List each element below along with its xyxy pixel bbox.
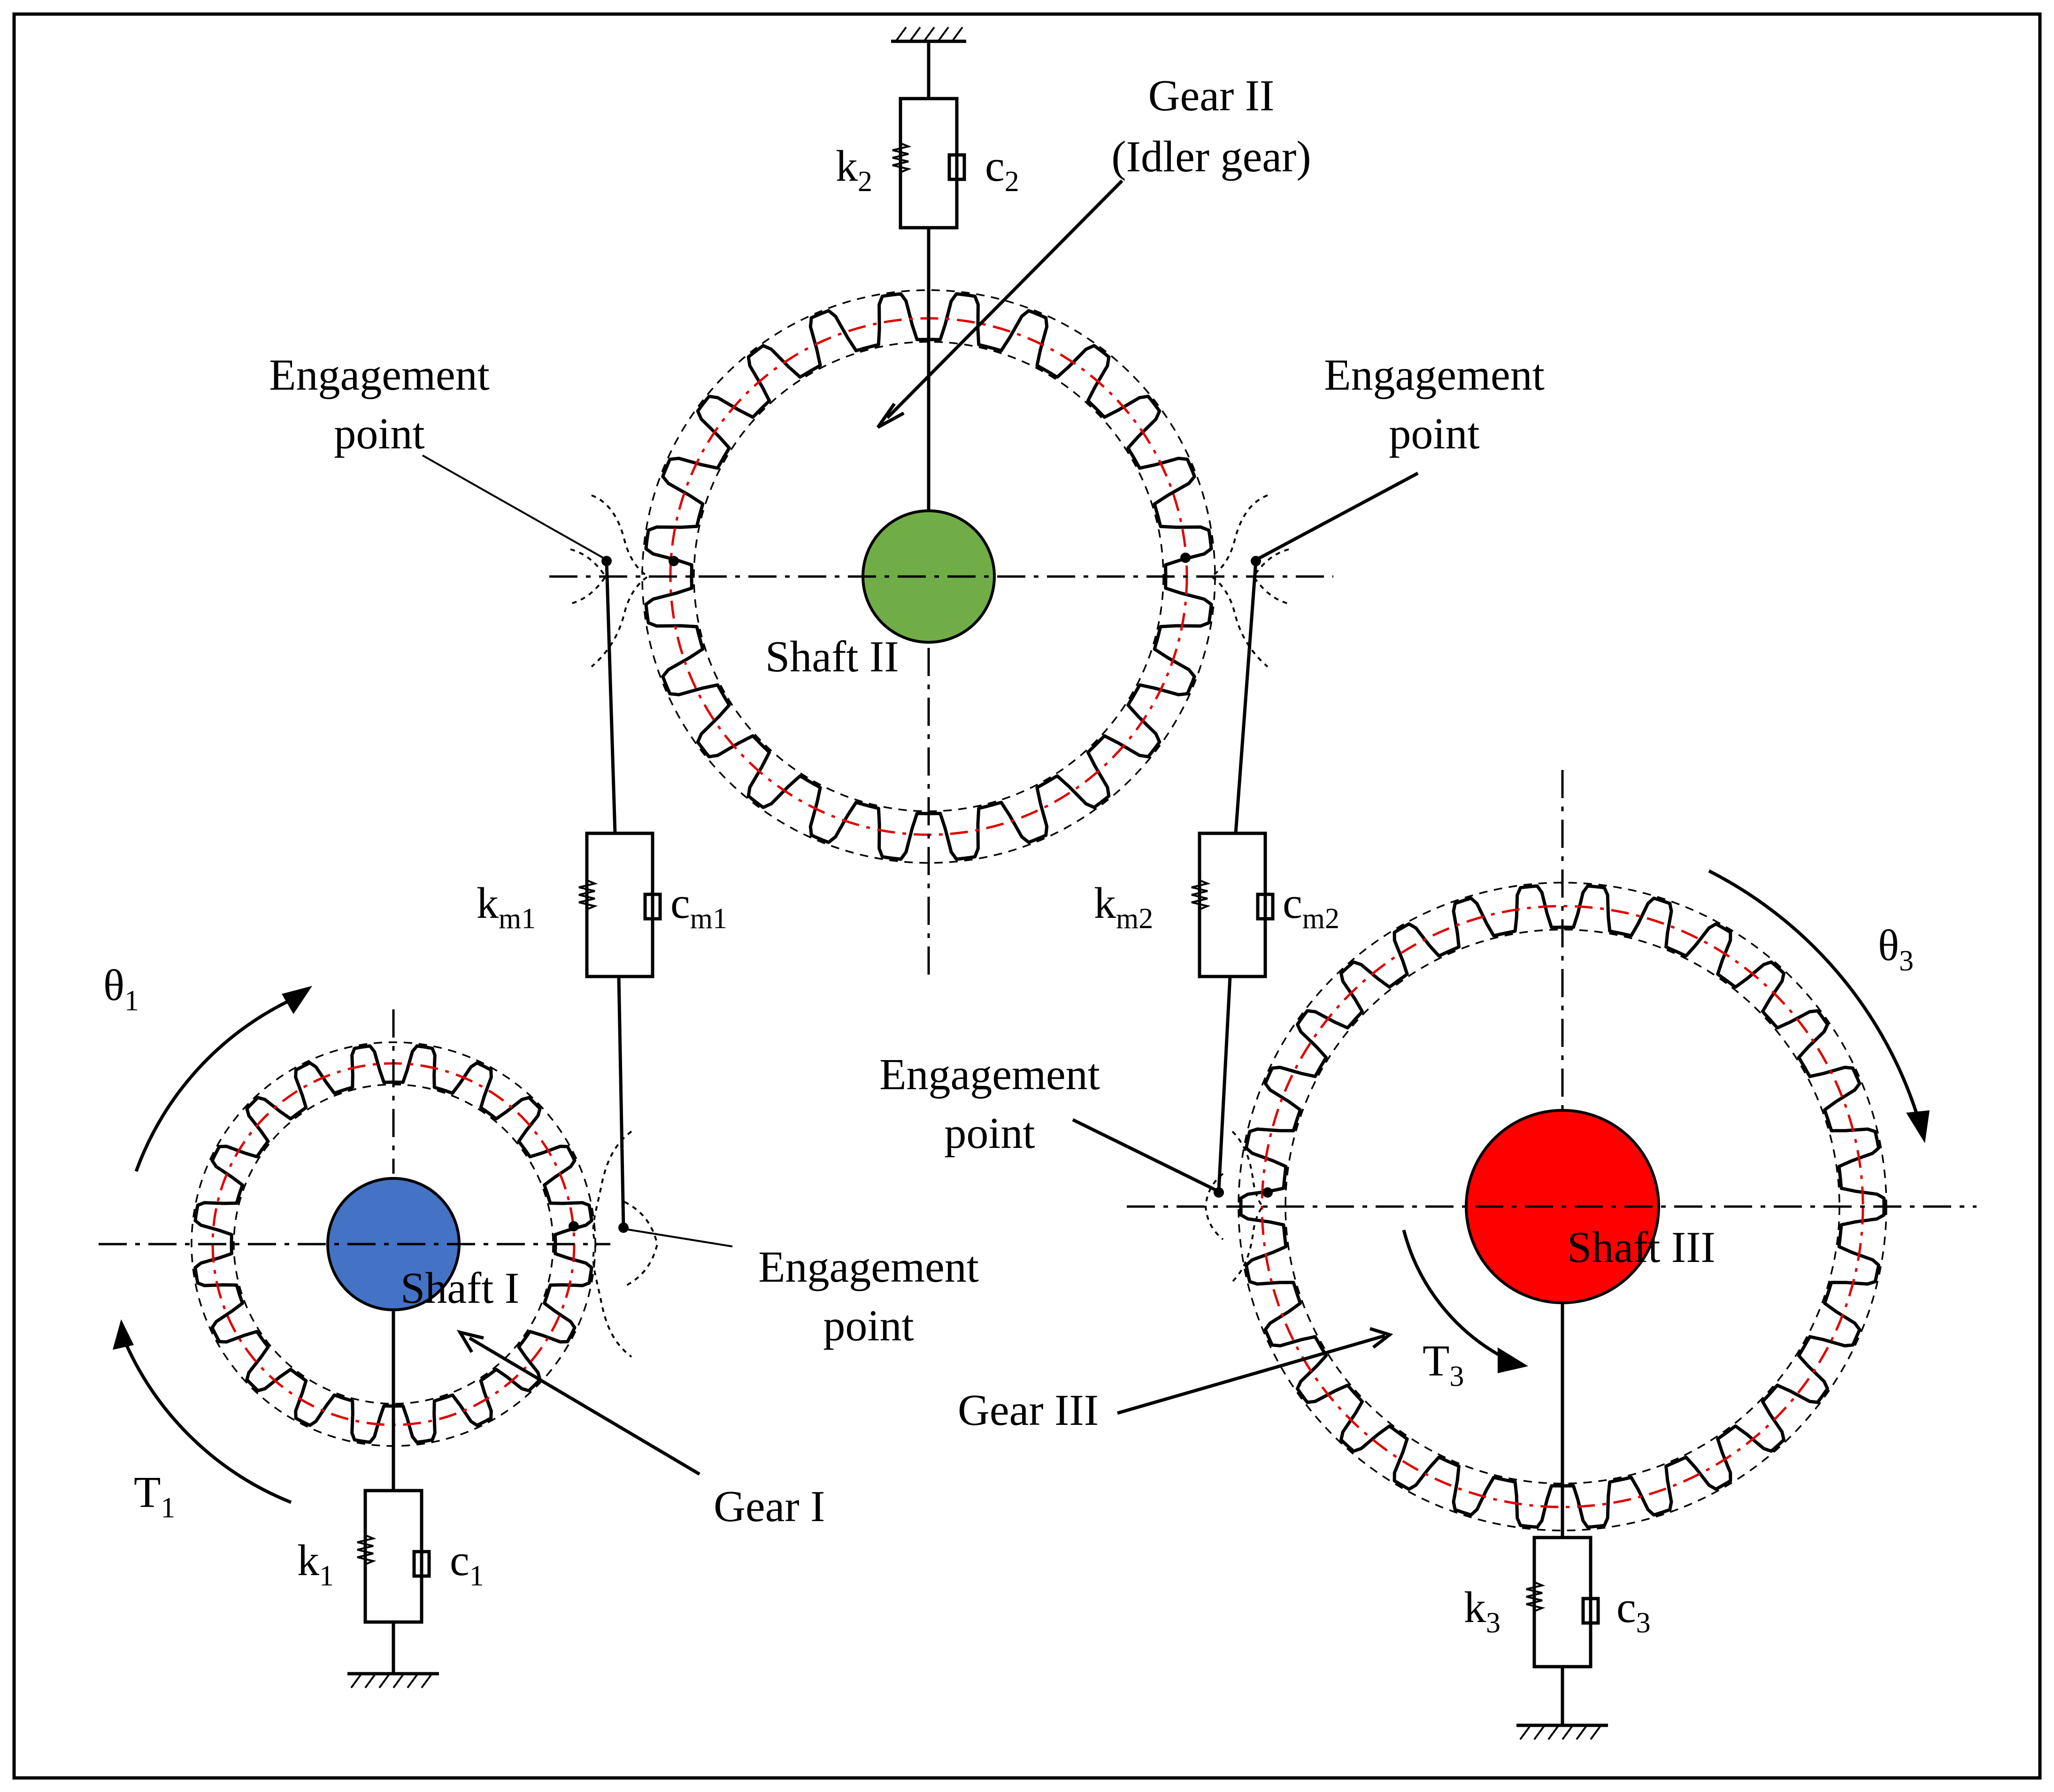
- mesh-rod-m2-top: [1234, 561, 1258, 834]
- arrow-theta1-arc: [134, 996, 297, 1172]
- label-T1: T1: [134, 1468, 175, 1524]
- arrow-theta3-head: [1906, 1110, 1930, 1143]
- ghost-tooth-gear-I: [592, 1131, 632, 1358]
- engagement-label-gear-III-word: Engagement: [879, 1050, 1100, 1099]
- arrow-T3-head: [1498, 1347, 1528, 1373]
- mesh-spring-damper-m1: [578, 561, 662, 1228]
- mesh-box-m1: [585, 831, 654, 978]
- engagement-dot-II-right-inner: [1180, 553, 1191, 563]
- arrow-theta1-head: [282, 986, 312, 1014]
- label-T3: T3: [1423, 1337, 1464, 1392]
- gear-III-label: Gear III: [958, 1386, 1099, 1435]
- spring-km1: [578, 879, 598, 910]
- label-theta3: θ3: [1878, 921, 1914, 977]
- engagement-label-left-point: point: [334, 409, 424, 458]
- support-gear-I: [347, 1310, 439, 1689]
- arrow-theta3-arc: [1708, 869, 1920, 1118]
- label-k3: k3: [1464, 1583, 1500, 1639]
- label-theta1: θ1: [103, 961, 139, 1017]
- label-km1: km1: [477, 879, 536, 935]
- engagement-label-left-word: Engagement: [269, 351, 490, 400]
- leader-engagement-right: [1257, 471, 1419, 561]
- arrow-T3-arc: [1402, 1230, 1503, 1359]
- label-k1: k1: [297, 1536, 334, 1592]
- engagement-dot-I-outer: [618, 1223, 629, 1233]
- ghost-tooth-gear-III-b: [1204, 1173, 1224, 1240]
- ghost-tooth-left-II-b: [570, 548, 607, 605]
- center-lines: [99, 575, 1977, 1246]
- mesh-rod-m1-bottom: [617, 976, 625, 1228]
- mesh-box-m2: [1198, 831, 1267, 978]
- spring-k1: [357, 1534, 377, 1565]
- ghost-tooth-gear-III: [1231, 1131, 1264, 1283]
- engagement-dot-I-inner: [569, 1221, 579, 1231]
- arrow-gear-II-head: [877, 402, 905, 429]
- mesh-rod-m2-bottom: [1217, 976, 1232, 1191]
- spring-k3: [1526, 1581, 1546, 1612]
- shaft-I-label: Shaft I: [400, 1264, 519, 1313]
- support-gear-II: [891, 26, 966, 512]
- mesh-spring-damper-m2: [1191, 561, 1275, 1191]
- engagement-dot-II-left-inner: [669, 556, 679, 566]
- arrow-gear-II-line: [886, 179, 1123, 419]
- leader-engagement-gear-III: [1072, 1118, 1218, 1192]
- gear-II-label: Gear II: [1148, 71, 1275, 120]
- label-cm2: cm2: [1283, 879, 1339, 935]
- ghost-tooth-gear-I-b: [624, 1201, 659, 1287]
- ghost-tooth-right-II-b: [1252, 548, 1289, 605]
- leader-lines: [422, 454, 1419, 1247]
- gear-II-note: (Idler gear): [1111, 132, 1311, 181]
- arrow-T1-arc: [123, 1339, 292, 1504]
- mesh-rod-m1-top: [605, 561, 617, 834]
- spring-km2: [1191, 879, 1211, 910]
- engagement-ghost-teeth: [570, 494, 1289, 1358]
- engagement-label-right-word: Engagement: [1324, 351, 1545, 400]
- shaft-II-label: Shaft II: [765, 632, 899, 681]
- ghost-tooth-left-II: [591, 494, 650, 668]
- label-c2: c2: [985, 142, 1019, 198]
- engagement-label-right-point: point: [1389, 409, 1479, 458]
- arrow-gear-I-head: [456, 1330, 484, 1353]
- arrow-gear-III-head: [1369, 1327, 1393, 1349]
- arrow-gear-III-line: [1117, 1334, 1385, 1415]
- spring-k2: [892, 142, 912, 173]
- arrow-gear-I-line: [469, 1336, 700, 1476]
- engagement-label-gear-I-word: Engagement: [758, 1243, 979, 1292]
- leader-engagement-gear-I: [625, 1228, 733, 1247]
- engagement-label-gear-III-point: point: [944, 1109, 1035, 1158]
- ghost-tooth-right-II: [1209, 494, 1269, 668]
- label-km2: km2: [1094, 879, 1153, 935]
- engagement-label-gear-I-point: point: [823, 1301, 914, 1350]
- label-k2: k2: [836, 142, 872, 198]
- shaft-III-label: Shaft III: [1567, 1223, 1716, 1272]
- arrows: [113, 179, 1930, 1504]
- label-c1: c1: [450, 1536, 484, 1592]
- gear-I-label: Gear I: [714, 1482, 825, 1531]
- figure-frame: [12, 12, 2042, 1780]
- engagement-dots: [569, 553, 1273, 1233]
- label-c3: c3: [1616, 1583, 1651, 1639]
- support-gear-III: [1516, 1303, 1608, 1740]
- leader-engagement-left: [422, 454, 605, 560]
- label-cm1: cm1: [670, 879, 727, 935]
- labels: Gear II (Idler gear) Engagement point En…: [103, 71, 1914, 1639]
- engagement-dot-III-inner: [1262, 1187, 1273, 1198]
- arrow-T1-head: [113, 1319, 134, 1350]
